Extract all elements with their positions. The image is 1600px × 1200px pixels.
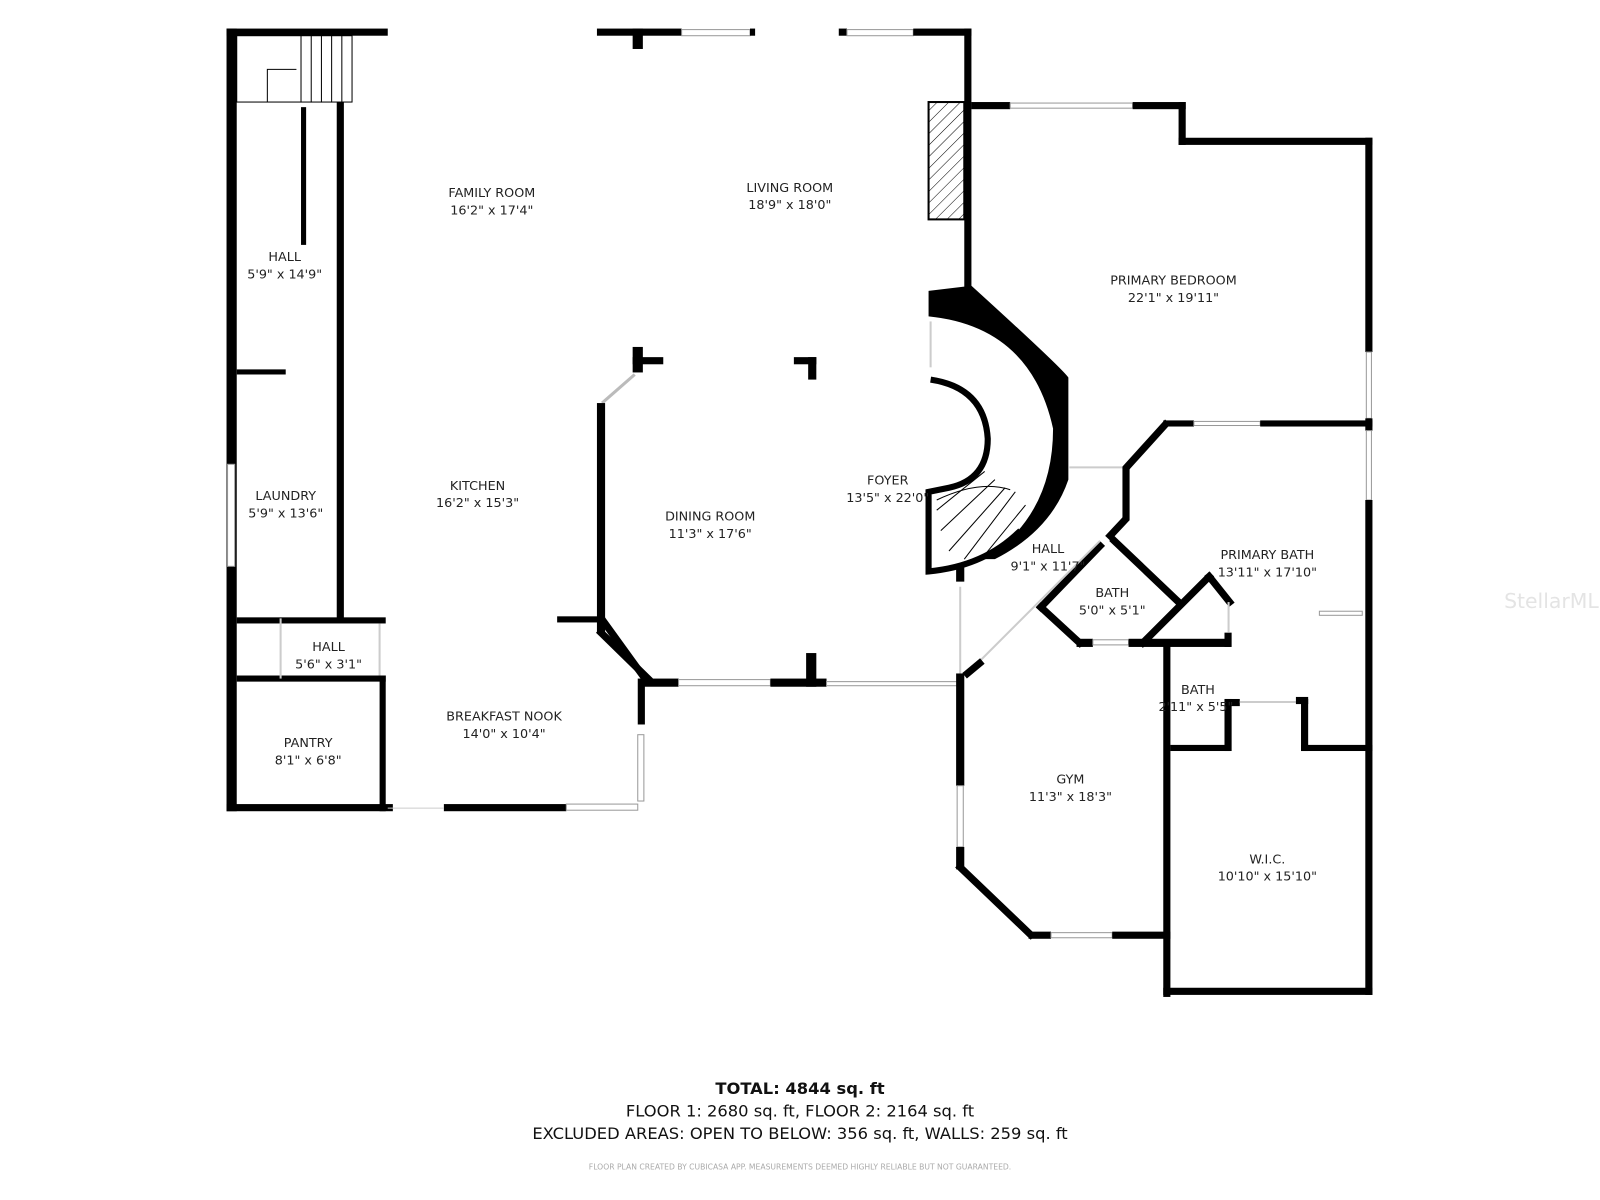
floor-areas: FLOOR 1: 2680 sq. ft, FLOOR 2: 2164 sq. … [626,1101,974,1120]
room-name: PRIMARY BEDROOM [1110,274,1236,289]
room-dims: 11'3" x 17'6" [669,527,752,542]
room-dims: 16'2" x 17'4" [450,203,533,218]
room-name: FAMILY ROOM [448,186,535,201]
room-name: BATH [1181,683,1215,698]
room-labels: FAMILY ROOM 16'2" x 17'4" LIVING ROOM 18… [247,181,1317,885]
fireplace-icon [927,101,966,221]
room-name: LAUNDRY [255,489,316,504]
area-summary: TOTAL: 4844 sq. ft FLOOR 1: 2680 sq. ft,… [532,1079,1067,1172]
room-dims: 16'2" x 15'3" [436,496,519,511]
room-dims: 5'9" x 14'9" [247,268,322,283]
room-name: PRIMARY BATH [1220,548,1314,563]
stairs-icon [236,35,353,103]
room-dims: 8'1" x 6'8" [275,753,342,768]
room-name: FOYER [867,474,909,489]
excluded-areas: EXCLUDED AREAS: OPEN TO BELOW: 356 sq. f… [532,1124,1067,1143]
walls [226,28,1373,997]
room-dims: 13'11" x 17'10" [1218,566,1317,581]
room-name: DINING ROOM [665,509,755,524]
room-name: KITCHEN [450,479,505,494]
room-name: BATH [1095,586,1129,601]
room-name: HALL [1032,542,1065,557]
room-name: GYM [1056,773,1084,788]
room-dims: 2'11" x 5'5" [1158,700,1233,715]
disclaimer: FLOOR PLAN CREATED BY CUBICASA APP. MEAS… [589,1162,1011,1171]
room-dims: 9'1" x 11'7" [1010,559,1085,574]
room-dims: 5'0" x 5'1" [1079,603,1146,618]
room-name: LIVING ROOM [746,181,833,196]
room-dims: 18'9" x 18'0" [748,198,831,213]
room-name: PANTRY [284,736,333,751]
room-dims: 11'3" x 18'3" [1029,790,1112,805]
room-dims: 5'9" x 13'6" [248,506,323,521]
total-area: TOTAL: 4844 sq. ft [715,1079,885,1098]
room-name: BREAKFAST NOOK [446,709,562,724]
watermark: StellarMLS [1504,589,1600,613]
room-dims: 10'10" x 15'10" [1218,870,1317,885]
room-dims: 5'6" x 3'1" [295,657,362,672]
room-dims: 22'1" x 19'11" [1128,291,1219,306]
room-name: W.I.C. [1249,852,1285,867]
room-name: HALL [312,640,345,655]
room-dims: 14'0" x 10'4" [463,727,546,742]
spiral-staircase-icon [925,285,1069,575]
room-dims: 13'5" x 22'0" [846,491,929,506]
room-name: HALL [268,250,301,265]
